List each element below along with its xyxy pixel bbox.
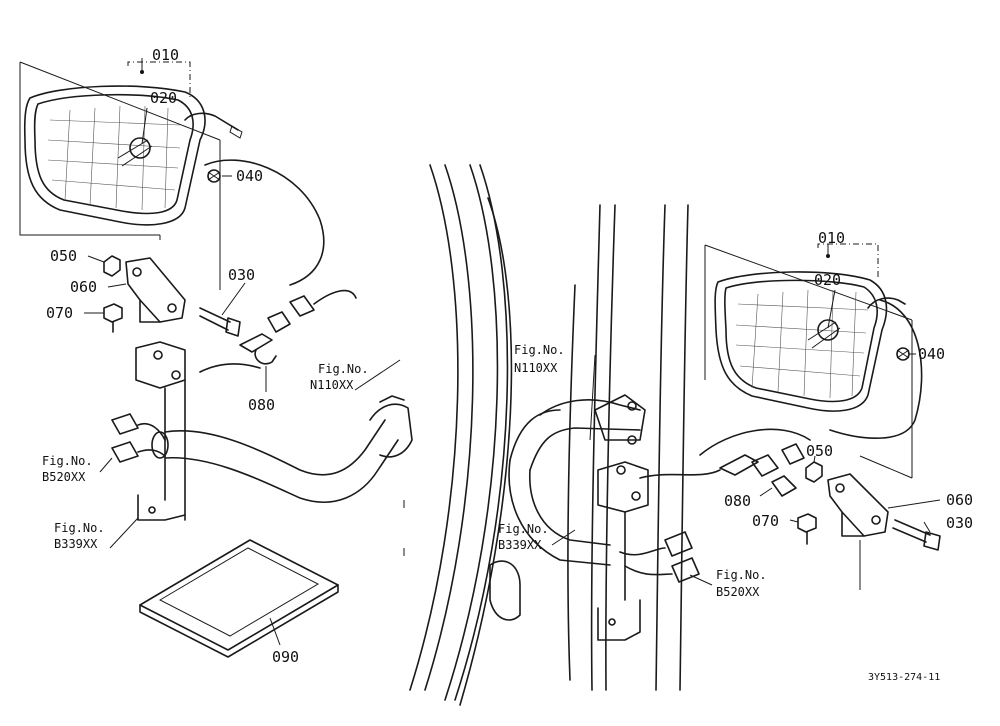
drawing-code: 3Y513-274-11 [868, 672, 940, 683]
label-050-left: 050 [50, 247, 77, 265]
harness-connectors-left [111, 413, 166, 463]
grab-handle-right [508, 394, 646, 566]
figref-b520-left-line1: Fig.No. [42, 454, 93, 468]
clip-040-right [896, 347, 910, 361]
figref-b520-left-line2: B520XX [42, 470, 86, 484]
work-lamp-left [23, 85, 325, 286]
work-lamp-right [714, 271, 923, 439]
part-labels: 010 020 040 050 060 070 030 080 090 010 … [46, 46, 973, 666]
connector-080-left [199, 289, 357, 373]
harness-connectors-right [619, 531, 700, 583]
label-070-right: 070 [752, 512, 779, 530]
bracket-060-left [125, 257, 186, 323]
label-030-right: 030 [946, 514, 973, 532]
label-080-right: 080 [724, 492, 751, 510]
mount-post-left [135, 341, 186, 521]
figref-n110-left-line2: N110XX [310, 378, 354, 392]
label-050-right: 050 [806, 442, 833, 460]
figure-references: Fig.No. N110XX Fig.No. B520XX Fig.No. B3… [42, 343, 767, 599]
figref-b339-right-line2: B339XX [498, 538, 542, 552]
label-040-right: 040 [918, 345, 945, 363]
connector-080-right [639, 428, 811, 497]
figref-n110-right-line1: Fig.No. [514, 343, 565, 357]
bolt-030-left [199, 307, 241, 337]
bolt-030-right [892, 519, 941, 551]
figref-n110-right-line2: N110XX [514, 361, 558, 375]
figref-b520-right-line1: Fig.No. [716, 568, 767, 582]
cab-frame [403, 164, 689, 706]
left-assembly [19, 58, 413, 658]
label-020-right: 020 [814, 271, 841, 289]
grab-handle-left [151, 395, 413, 503]
figref-b339-right-line1: Fig.No. [498, 522, 549, 536]
clip-040-left [207, 169, 221, 183]
figref-n110-left-line1: Fig.No. [318, 362, 369, 376]
label-030-left: 030 [228, 266, 255, 284]
bolt-070-left [103, 303, 123, 333]
figref-b520-right-line2: B520XX [716, 585, 760, 599]
nut-050-right [805, 461, 823, 483]
label-040-left: 040 [236, 167, 263, 185]
manual-090 [139, 539, 339, 658]
label-010-left: 010 [152, 46, 179, 64]
label-090: 090 [272, 648, 299, 666]
figref-b339-left-line1: Fig.No. [54, 521, 105, 535]
label-010-right: 010 [818, 229, 845, 247]
label-060-left: 060 [70, 278, 97, 296]
label-070-left: 070 [46, 304, 73, 322]
right-assembly [508, 243, 941, 641]
mount-post-right [597, 461, 649, 641]
figref-b339-left-line2: B339XX [54, 537, 98, 551]
label-020-left: 020 [150, 89, 177, 107]
label-060-right: 060 [946, 491, 973, 509]
bracket-060-right [827, 473, 889, 537]
label-080-left: 080 [248, 396, 275, 414]
nut-050-left [103, 255, 121, 277]
bolt-070-right [797, 513, 817, 545]
